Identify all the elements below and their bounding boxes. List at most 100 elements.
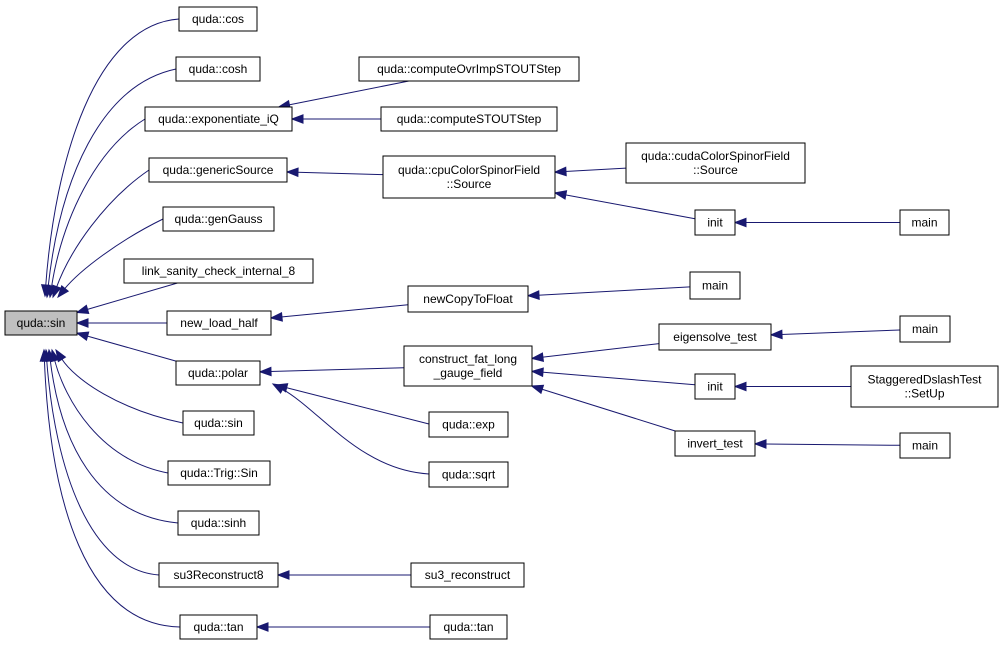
arrowhead-icon <box>271 383 286 394</box>
edge-linksanity-to-root <box>75 282 178 314</box>
node-main2[interactable]: main <box>689 271 741 300</box>
node-label: quda::sqrt <box>442 468 496 482</box>
node-box[interactable] <box>694 209 736 236</box>
edge-line <box>60 358 184 424</box>
node-box[interactable] <box>166 310 272 336</box>
arrowhead-icon <box>255 622 269 632</box>
node-box[interactable] <box>144 106 293 132</box>
node-sin2[interactable]: quda::sin <box>182 410 255 436</box>
node-box[interactable] <box>694 373 736 400</box>
node-main4[interactable]: main <box>899 432 951 459</box>
node-box[interactable] <box>850 365 999 408</box>
node-tan1[interactable]: quda::tan <box>179 614 258 640</box>
node-box[interactable] <box>4 310 78 336</box>
node-init2[interactable]: init <box>694 373 736 400</box>
node-box[interactable] <box>899 209 950 236</box>
node-eigen[interactable]: eigensolve_test <box>658 323 772 351</box>
edge-su3r-to-su3rec8 <box>276 570 411 580</box>
node-ovrimp[interactable]: quda::computeOvrImpSTOUTStep <box>358 56 580 82</box>
edge-cfl-to-polar <box>258 366 405 377</box>
node-box[interactable] <box>429 614 508 640</box>
node-box[interactable] <box>182 410 255 436</box>
node-label: quda::exponentiate_iQ <box>158 112 279 126</box>
node-box[interactable] <box>358 56 580 82</box>
edge-sdslash-to-init2 <box>733 381 851 392</box>
node-label: quda::tan <box>443 620 493 634</box>
node-polar[interactable]: quda::polar <box>175 360 261 386</box>
node-label: quda::cudaColorSpinorField <box>641 149 790 163</box>
node-stout[interactable]: quda::computeSTOUTStep <box>380 106 558 132</box>
node-label: quda::cos <box>192 12 244 26</box>
node-box[interactable] <box>428 461 509 488</box>
node-box[interactable] <box>175 56 261 82</box>
node-box[interactable] <box>625 142 806 184</box>
edge-line <box>764 443 901 446</box>
node-cudacsf[interactable]: quda::cudaColorSpinorField::Source <box>625 142 806 184</box>
node-box[interactable] <box>162 206 275 232</box>
node-su3r[interactable]: su3_reconstruct <box>410 562 525 588</box>
node-tan2[interactable]: quda::tan <box>429 614 508 640</box>
edge-line <box>43 359 181 628</box>
arrowhead-icon <box>753 439 767 449</box>
node-gengauss[interactable]: quda::genGauss <box>162 206 275 232</box>
node-box[interactable] <box>658 323 772 351</box>
edge-init1-to-cpucsf <box>553 190 696 220</box>
node-sinh[interactable]: quda::sinh <box>177 510 260 536</box>
node-expiq[interactable]: quda::exponentiate_iQ <box>144 106 293 132</box>
node-qsqrt[interactable]: quda::sqrt <box>428 461 509 488</box>
node-label: quda::sinh <box>191 516 246 530</box>
node-cos[interactable]: quda::cos <box>178 6 258 32</box>
node-invert[interactable]: invert_test <box>674 430 756 457</box>
node-box[interactable] <box>123 258 314 284</box>
node-linksanity[interactable]: link_sanity_check_internal_8 <box>123 258 314 284</box>
edge-line <box>49 359 179 524</box>
node-init1[interactable]: init <box>694 209 736 236</box>
node-box[interactable] <box>410 562 525 588</box>
node-box[interactable] <box>158 562 279 588</box>
edge-main2-to-newcopy <box>526 286 691 301</box>
edge-line <box>47 68 177 288</box>
node-newcopy[interactable]: newCopyToFloat <box>407 285 529 313</box>
node-main1[interactable]: main <box>899 209 950 236</box>
node-label: init <box>707 380 723 394</box>
node-box[interactable] <box>167 460 271 486</box>
node-box[interactable] <box>178 6 258 32</box>
node-cosh[interactable]: quda::cosh <box>175 56 261 82</box>
node-qexp[interactable]: quda::exp <box>428 411 509 438</box>
node-box[interactable] <box>689 271 741 300</box>
edge-gengauss-to-root <box>57 218 164 299</box>
node-box[interactable] <box>179 614 258 640</box>
node-label: quda::cpuColorSpinorField <box>398 163 540 177</box>
node-sdslash[interactable]: StaggeredDslashTest::SetUp <box>850 365 999 408</box>
node-label: construct_fat_long <box>419 352 517 366</box>
edge-qsqrt-to-polar <box>271 383 430 475</box>
node-box[interactable] <box>177 510 260 536</box>
edge-cpucsf-to-generic <box>285 167 384 178</box>
edge-qexp-to-polar <box>274 383 430 425</box>
node-label: link_sanity_check_internal_8 <box>142 264 296 278</box>
node-box[interactable] <box>403 345 533 387</box>
node-newload[interactable]: new_load_half <box>166 310 272 336</box>
node-cpucsf[interactable]: quda::cpuColorSpinorField::Source <box>382 155 556 199</box>
node-generic[interactable]: quda::genericSource <box>148 157 288 183</box>
edge-line <box>564 167 627 172</box>
node-box[interactable] <box>148 157 288 183</box>
node-box[interactable] <box>428 411 509 438</box>
node-box[interactable] <box>380 106 558 132</box>
node-label: quda::genGauss <box>174 212 262 226</box>
node-box[interactable] <box>899 315 951 343</box>
node-trigsin[interactable]: quda::Trig::Sin <box>167 460 271 486</box>
node-box[interactable] <box>175 360 261 386</box>
node-su3rec8[interactable]: su3Reconstruct8 <box>158 562 279 588</box>
node-box[interactable] <box>674 430 756 457</box>
node-box[interactable] <box>899 432 951 459</box>
node-box[interactable] <box>407 285 529 313</box>
node-box[interactable] <box>382 155 556 199</box>
node-main3[interactable]: main <box>899 315 951 343</box>
node-root[interactable]: quda::sin <box>4 310 78 336</box>
node-label: init <box>707 216 723 230</box>
node-label: quda::exp <box>442 418 495 432</box>
node-cfl[interactable]: construct_fat_long_gauge_field <box>403 345 533 387</box>
node-label: quda::sin <box>17 316 66 330</box>
